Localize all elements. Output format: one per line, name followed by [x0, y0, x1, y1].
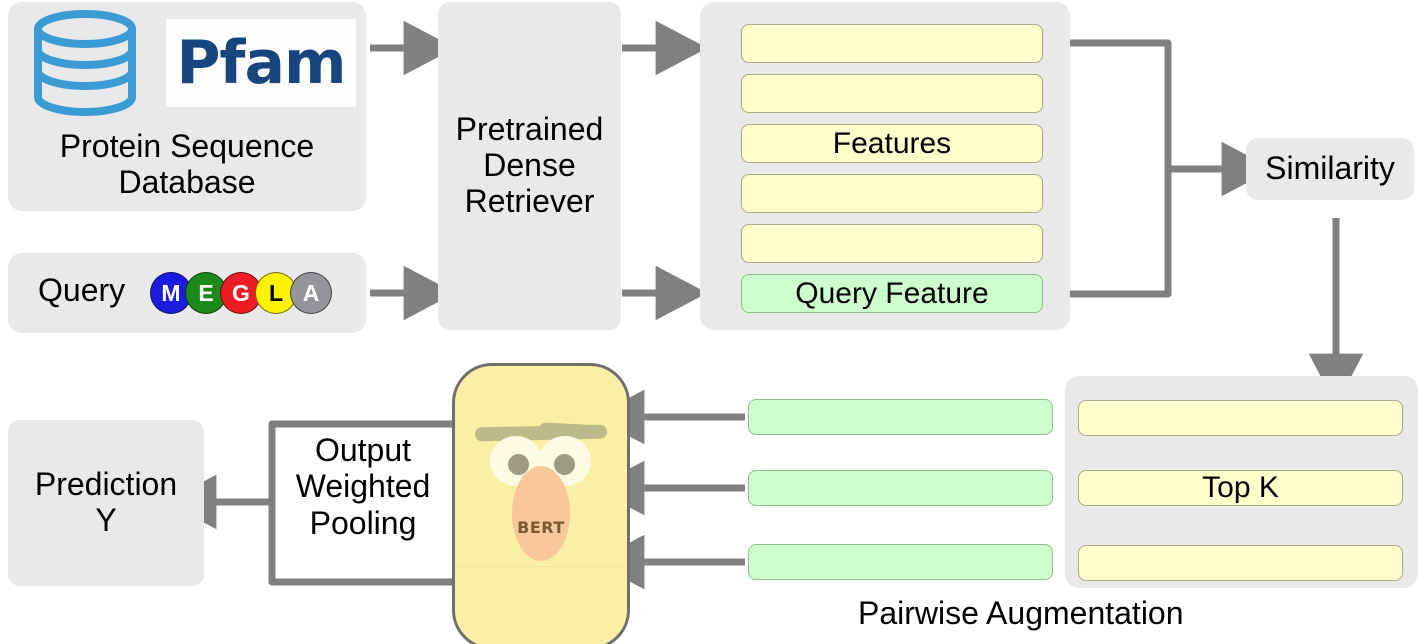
- feature-bar-0: [741, 24, 1043, 63]
- retriever-line3: Retriever: [464, 182, 595, 219]
- pairwise-bar-2: [748, 544, 1053, 580]
- pfam-wordmark-box: Pfam: [166, 19, 356, 107]
- retriever-line2: Dense: [483, 147, 576, 184]
- pfam-wordmark-text: Pfam: [176, 28, 346, 98]
- pairwise-augmentation-caption: Pairwise Augmentation: [858, 595, 1184, 631]
- query-residue-row: M E G L A: [150, 272, 332, 314]
- retriever-line1: Pretrained: [455, 111, 604, 148]
- feature-bar-3: [741, 174, 1043, 213]
- query-feature-bar: Query Feature: [741, 274, 1043, 313]
- similarity-box: Similarity: [1246, 138, 1414, 200]
- pairwise-bar-1: [748, 470, 1053, 506]
- bert-chin-line: [457, 566, 625, 567]
- prediction-box: Prediction Y: [8, 420, 204, 586]
- database-cylinder-icon: [34, 10, 136, 116]
- bert-nose: BERT: [512, 466, 570, 561]
- database-caption: Protein Sequence Database: [8, 128, 366, 201]
- bert-name-label: BERT: [517, 518, 565, 537]
- topk-bar-1: Top K: [1078, 470, 1403, 506]
- query-label: Query: [38, 272, 126, 308]
- residue-circle-4: A: [290, 272, 332, 314]
- bert-pupil-right: [554, 454, 575, 475]
- bert-pupil-left: [508, 454, 529, 475]
- prediction-line2: Y: [95, 502, 117, 538]
- database-caption-line1: Protein Sequence: [59, 128, 315, 164]
- pooling-line2: Weighted: [295, 468, 431, 505]
- pooling-line3: Pooling: [309, 504, 417, 541]
- bert-encoder-figure: BERT: [452, 363, 630, 644]
- feature-bar-2: Features: [741, 124, 1043, 163]
- prediction-line1: Prediction: [34, 466, 178, 503]
- pooling-line1: Output: [314, 432, 412, 468]
- feature-bar-1: [741, 74, 1043, 113]
- feature-bar-4: [741, 224, 1043, 263]
- pretrained-dense-retriever-box: Pretrained Dense Retriever: [438, 2, 621, 330]
- pairwise-bar-0: [748, 399, 1053, 435]
- database-caption-line2: Database: [118, 164, 256, 201]
- pfam-logo: Pfam: [30, 9, 356, 117]
- topk-bar-0: [1078, 400, 1403, 436]
- output-weighted-pooling-label: Output Weighted Pooling: [278, 432, 448, 541]
- topk-bar-2: [1078, 545, 1403, 581]
- bracket-features-to-similarity: [1039, 39, 1274, 298]
- residue-circle-3: L: [255, 272, 297, 314]
